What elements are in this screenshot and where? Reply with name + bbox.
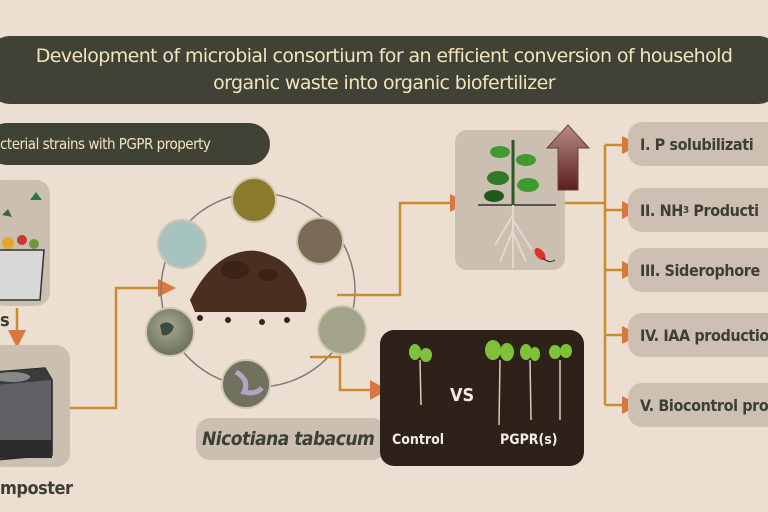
- property-numeral: V.: [640, 395, 654, 415]
- property-text: Siderophore: [664, 260, 761, 280]
- connector-composter-to-consortium: [70, 286, 160, 410]
- pgpr-banner: cterial strains with PGPR property: [0, 123, 270, 165]
- connector-consortium-to-test: [310, 355, 372, 392]
- petri-dish-icon: [231, 177, 277, 223]
- plant-box: [455, 130, 565, 270]
- plant-icon: [478, 140, 556, 268]
- property-text: IAA productio: [663, 325, 768, 345]
- composter-machine-icon: [0, 367, 53, 461]
- property-numeral: II.: [640, 200, 655, 220]
- connector-consortium-to-plant: [337, 201, 452, 297]
- property-text-suffix: Producti: [688, 200, 759, 220]
- petri-dish-icon: [157, 219, 207, 269]
- petri-dish-icon: [296, 217, 344, 265]
- property-connectors: [565, 143, 624, 407]
- property-iaa-production: IV. IAA productio: [628, 313, 768, 357]
- petri-dish-icon: [317, 305, 367, 355]
- increase-arrow-icon: [545, 124, 591, 191]
- property-text: P solubilizati: [654, 134, 754, 154]
- control-label: Control: [392, 432, 445, 448]
- waste-bin-icon: [0, 192, 45, 301]
- waste-label: s: [0, 310, 10, 331]
- comparison-panel: VS Control PGPR(s): [380, 330, 584, 466]
- property-biocontrol: V. Biocontrol pro: [628, 383, 768, 427]
- species-label: Nicotiana tabacum: [196, 418, 386, 460]
- title-banner: Development of microbial consortium for …: [0, 36, 768, 104]
- property-numeral: IV.: [640, 325, 659, 345]
- property-numeral: III.: [640, 260, 660, 280]
- title-line-2: organic waste into organic biofertilizer: [213, 72, 555, 94]
- arrowhead-icon: [8, 330, 26, 348]
- property-text: NH: [659, 200, 684, 220]
- seedlings-icon: [409, 340, 572, 426]
- arrowhead-icon: [370, 380, 388, 400]
- property-numeral: I.: [640, 134, 651, 154]
- title-line-1: Development of microbial consortium for …: [35, 45, 733, 67]
- vs-label: VS: [450, 385, 475, 406]
- soil-pile-icon: [190, 250, 307, 325]
- petri-dish-icons: [145, 177, 367, 409]
- property-subscript: 3: [682, 204, 689, 216]
- property-siderophore: III. Siderophore: [628, 248, 768, 292]
- arrowhead-icon: [158, 279, 176, 297]
- property-text: Biocontrol pro: [658, 395, 768, 415]
- property-p-solubilization: I. P solubilizati: [628, 122, 768, 166]
- composter-label: mposter: [0, 478, 73, 499]
- treated-label: PGPR(s): [500, 432, 558, 448]
